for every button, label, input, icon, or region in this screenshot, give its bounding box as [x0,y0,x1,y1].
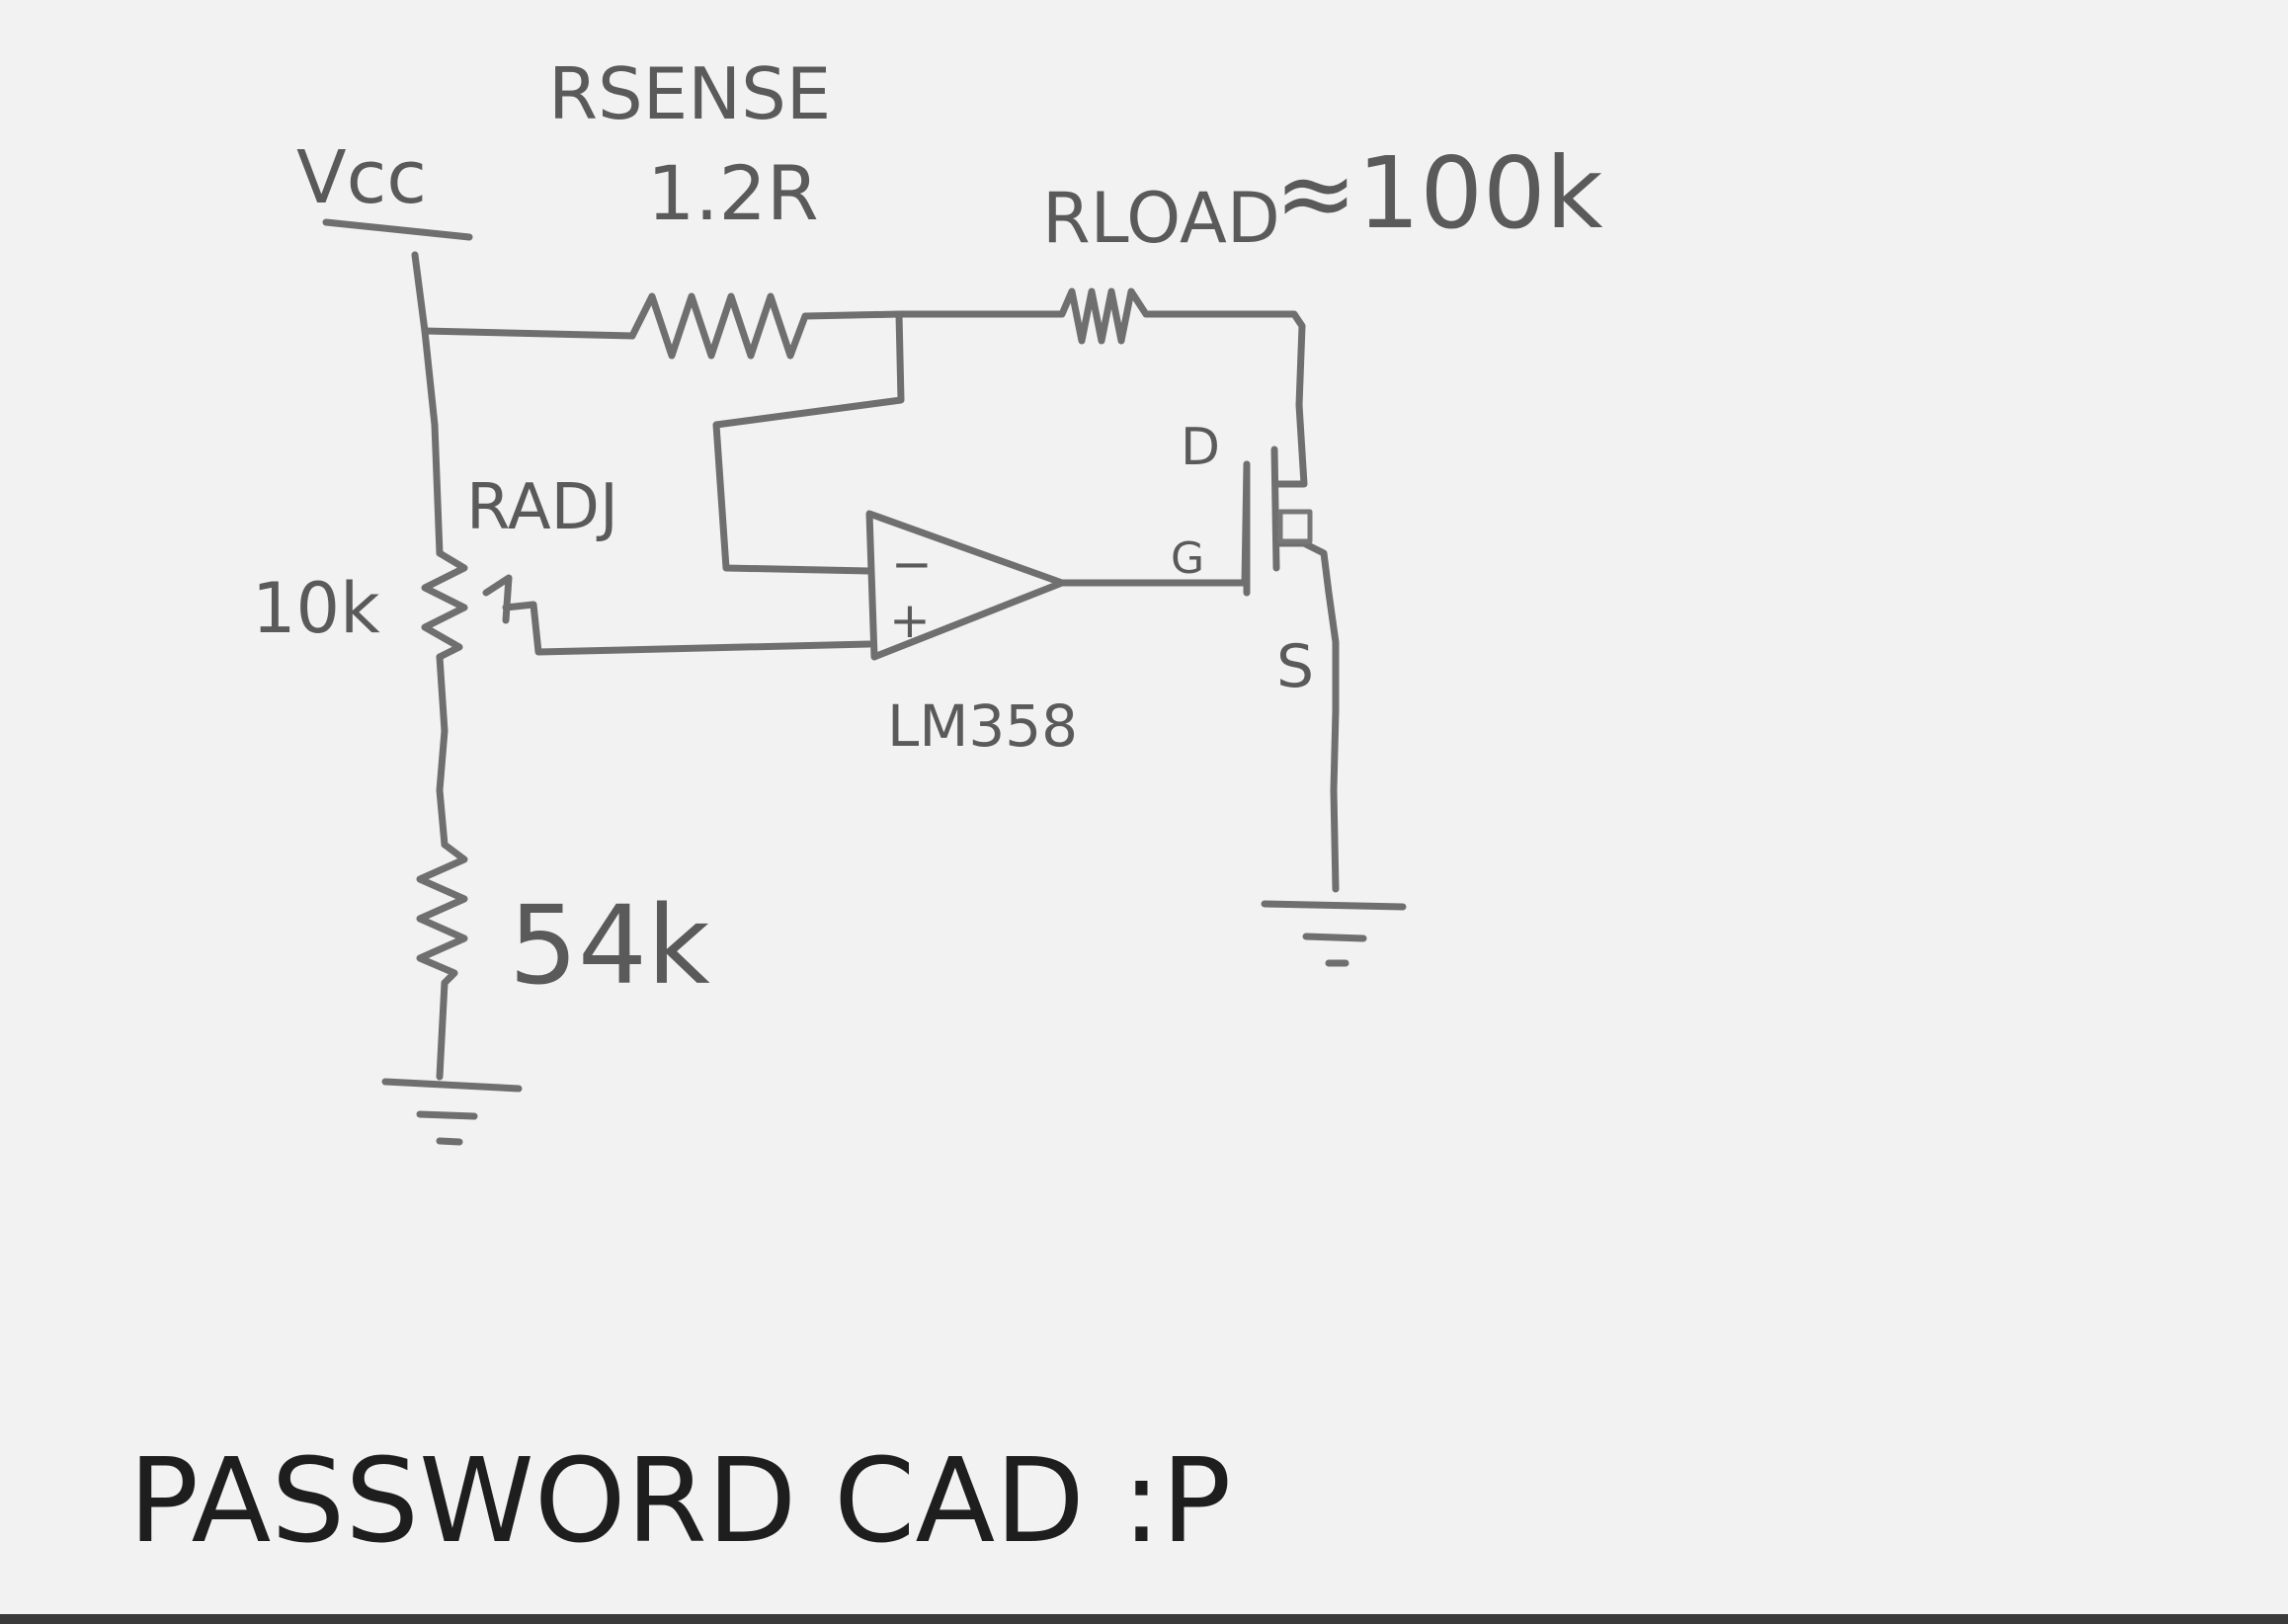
vcc-label: Vcc [296,135,427,220]
feedback-wire [712,310,905,575]
r54k-resistor [416,653,468,1081]
opamp-minus-label: − [891,535,933,593]
rload-resistor [895,287,1306,409]
opamp-plus-label: + [889,592,931,649]
mosfet-drain-label: D [1181,418,1220,477]
source-wire [1330,707,1340,893]
mosfet-gate-label: G [1171,533,1204,584]
radj-value-label: 10k [252,568,380,649]
ground-symbol-left [381,1078,523,1146]
vcc-terminal [322,218,473,335]
ground-symbol-right [1261,900,1407,967]
mosfet [1243,401,1340,715]
opamp-name-label: LM358 [887,692,1078,760]
radj-name-label: RADJ [466,471,618,544]
opamp-lm358 [865,510,1066,661]
paper-bottom-edge [0,1614,2288,1624]
rsense-resistor [421,292,903,360]
rload-name-label: RLOAD [1042,178,1280,259]
gate-wire [1058,460,1251,587]
radj-potentiometer [421,327,873,661]
r54k-value-label: 54k [509,882,710,1009]
mosfet-source-label: S [1276,632,1314,701]
rsense-name-label: RSENSE [548,52,831,135]
footer-note: PASSWORD CAD :P [128,1432,1231,1569]
rload-value-label: ≈100k [1274,135,1603,251]
rsense-value-label: 1.2R [647,149,819,237]
